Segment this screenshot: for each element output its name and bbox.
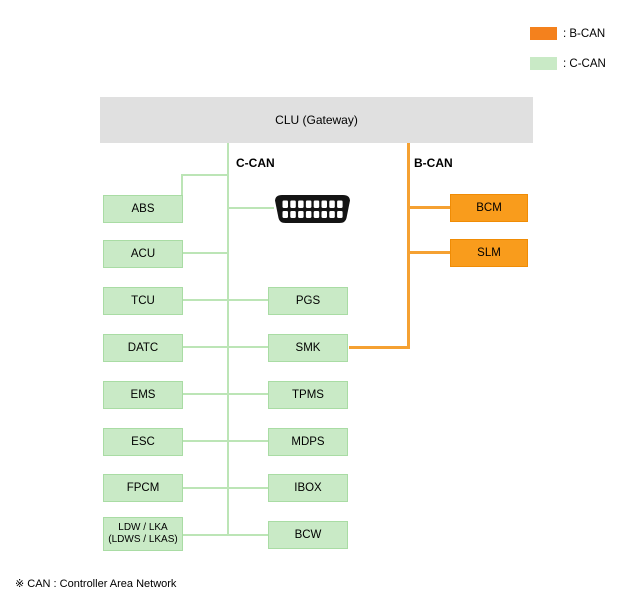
obd2-connector-icon [273,194,352,224]
node-abs: ABS [103,195,183,223]
node-ldw-lka: LDW / LKA (LDWS / LKAS) [103,517,183,551]
node-ibox: IBOX [268,474,348,502]
bcan-color-swatch [530,27,557,40]
can-definition-note: ※ CAN : Controller Area Network [15,578,177,590]
node-acu: ACU [103,240,183,268]
ccan-color-swatch [530,57,557,70]
bcan-bus-line [407,143,410,349]
ccan-stub-esc-mdps [183,440,269,442]
node-tpms: TPMS [268,381,348,409]
node-mdps: MDPS [268,428,348,456]
ccan-stub-datc-smk [183,346,269,348]
node-smk: SMK [268,334,348,362]
node-ldw-lka-line1: LDW / LKA [118,521,168,533]
bcan-bus-label: B-CAN [414,156,453,170]
ccan-stub-fpcm-ibox [183,487,269,489]
ccan-branch-abs-vertical [181,174,183,196]
ccan-stub-ldw-bcw [183,534,269,536]
gateway-node: CLU (Gateway) [100,97,533,143]
ccan-stub-tcu-pgs [183,299,269,301]
bcan-stub-bcm [410,206,450,209]
ccan-branch-abs-horizontal [181,174,228,176]
ccan-stub-ems-tpms [183,393,269,395]
ccan-bus-label: C-CAN [236,156,275,170]
node-pgs: PGS [268,287,348,315]
bcan-stub-smk [349,346,408,349]
node-datc: DATC [103,334,183,362]
legend-item-bcan: : B-CAN [530,27,605,40]
node-tcu: TCU [103,287,183,315]
node-ldw-lka-line2: (LDWS / LKAS) [108,534,178,545]
node-fpcm: FPCM [103,474,183,502]
ccan-bus-line [227,143,229,536]
node-bcm: BCM [450,194,528,222]
node-slm: SLM [450,239,528,267]
node-ems: EMS [103,381,183,409]
legend-label-ccan: : C-CAN [563,57,606,70]
node-esc: ESC [103,428,183,456]
ccan-stub-acu [183,252,228,254]
legend-item-ccan: : C-CAN [530,57,606,70]
legend-label-bcan: : B-CAN [563,27,606,40]
bcan-stub-slm [410,251,450,254]
node-bcw: BCW [268,521,348,549]
ccan-stub-obd [229,207,274,209]
